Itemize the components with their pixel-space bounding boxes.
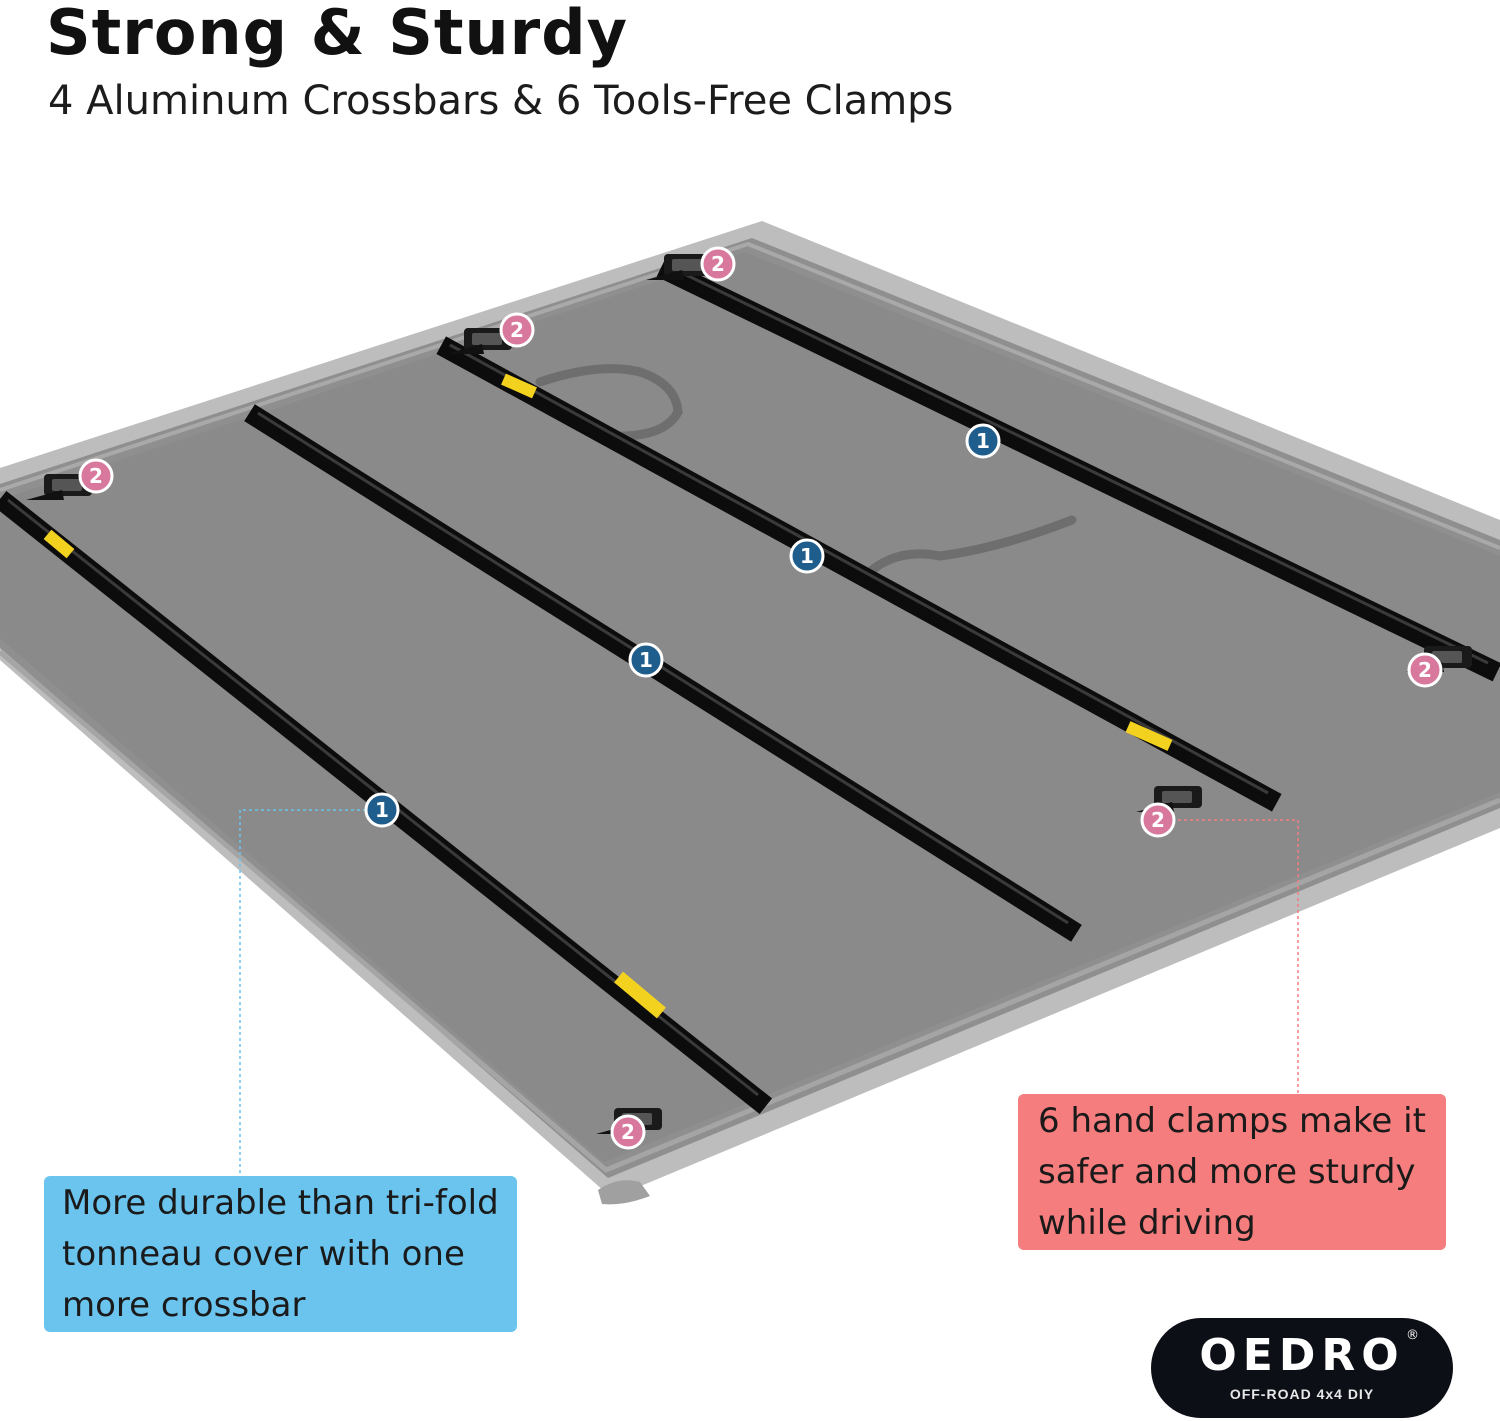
crossbar-marker: 1	[364, 792, 400, 828]
crossbar	[656, 258, 1500, 682]
clamp-marker: 2	[610, 1114, 646, 1150]
crossbar	[244, 404, 1082, 942]
oedro-logo: OEDRO ® OFF-ROAD 4x4 DIY	[1151, 1318, 1453, 1418]
clamp-callout-line: 6 hand clamps make it	[1038, 1101, 1426, 1141]
clamp-marker-label: 2	[1418, 658, 1432, 682]
tie-down-strap	[535, 364, 1077, 575]
crossbar-callout-leader	[239, 809, 378, 1176]
clamp-marker: 2	[1407, 652, 1443, 688]
page-title: Strong & Sturdy	[46, 0, 629, 69]
page-subtitle: 4 Aluminum Crossbars & 6 Tools-Free Clam…	[48, 78, 954, 124]
tonneau-cover-panel	[0, 221, 1500, 1205]
clamp-marker-label: 2	[711, 252, 725, 276]
clamp-callout-line: while driving	[1038, 1203, 1256, 1243]
warning-label-stickers	[43, 373, 1173, 1019]
clamp-marker: 2	[78, 458, 114, 494]
crossbar-callout-line: more crossbar	[62, 1285, 306, 1325]
crossbar-marker-label: 1	[976, 429, 990, 453]
clamp-callout-leader	[1160, 819, 1299, 1094]
crossbar-marker-label: 1	[639, 648, 653, 672]
clamp-marker: 2	[499, 312, 535, 348]
clamp-hardware	[646, 254, 712, 280]
clamp-benefit-callout: 6 hand clamps make it safer and more stu…	[1018, 1094, 1446, 1250]
registered-mark: ®	[1406, 1328, 1419, 1343]
clamp-marker-label: 2	[89, 464, 103, 488]
crossbar-marker-label: 1	[375, 798, 389, 822]
number-markers: 1 1 1 1 2 2 2 2 2 2	[78, 246, 1443, 1150]
crossbar-edge-highlight	[449, 343, 1269, 795]
crossbar-marker-label: 1	[800, 544, 814, 568]
logo-wordmark: OEDRO	[1199, 1330, 1405, 1381]
crossbar-edge-highlight	[669, 265, 1489, 665]
clamp-marker-label: 2	[1151, 808, 1165, 832]
crossbar-callout-line: tonneau cover with one	[62, 1234, 465, 1274]
crossbar-callout-line: More durable than tri-fold	[62, 1183, 499, 1223]
logo-tagline: OFF-ROAD 4x4 DIY	[1229, 1386, 1375, 1402]
clamp-callout-line: safer and more sturdy	[1038, 1152, 1416, 1192]
crossbar-benefit-callout: More durable than tri-fold tonneau cover…	[44, 1176, 517, 1332]
crossbar-marker: 1	[628, 642, 664, 678]
clamp-marker: 2	[1140, 802, 1176, 838]
clamp-marker-label: 2	[621, 1120, 635, 1144]
clamp-marker-label: 2	[510, 318, 524, 342]
crossbar-marker: 1	[789, 538, 825, 574]
clamp-marker: 2	[700, 246, 736, 282]
crossbar-marker: 1	[965, 423, 1001, 459]
crossbar-edge-highlight	[257, 411, 1069, 925]
